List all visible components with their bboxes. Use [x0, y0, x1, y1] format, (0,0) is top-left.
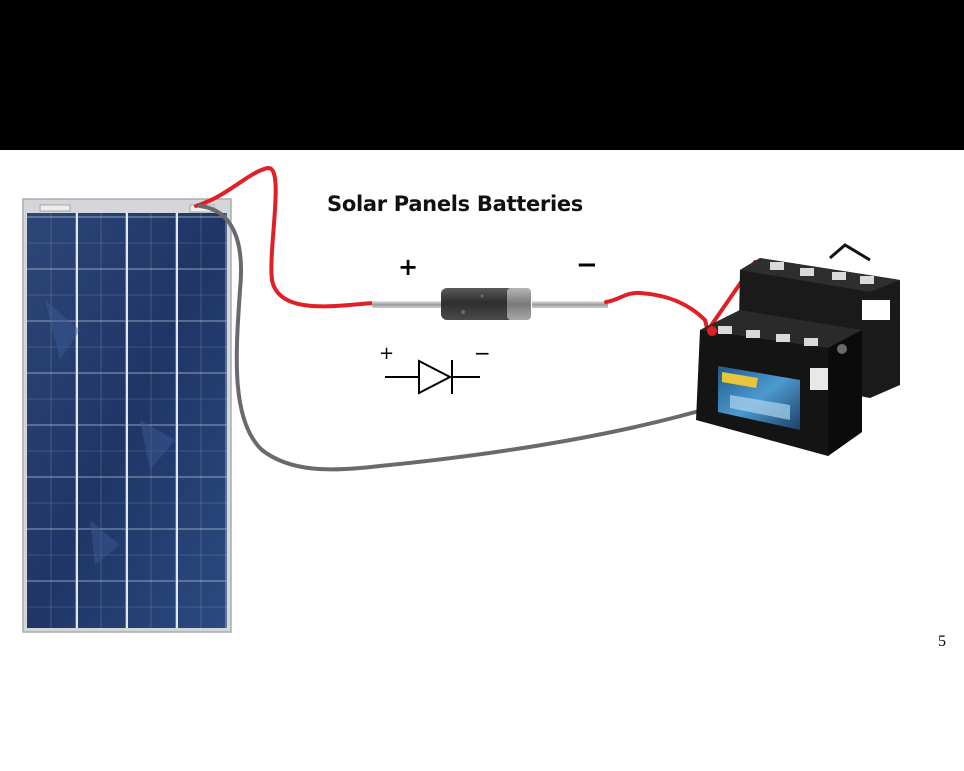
diode-anode-sign: + — [398, 253, 419, 281]
diagram-title: Solar Panels Batteries — [327, 192, 583, 216]
diode-symbol — [385, 359, 480, 395]
positive-wire-panel-to-diode — [194, 166, 376, 309]
page-number: 5 — [938, 633, 946, 650]
battery-front — [696, 310, 862, 456]
diode — [372, 288, 608, 320]
symbol-cathode-sign: − — [474, 341, 491, 365]
symbol-anode-sign: + — [379, 343, 395, 364]
top-black-bar — [0, 0, 964, 150]
solar-panel — [22, 198, 232, 633]
positive-wire-diode-to-battery — [604, 290, 710, 334]
diode-cathode-sign: − — [576, 250, 598, 280]
